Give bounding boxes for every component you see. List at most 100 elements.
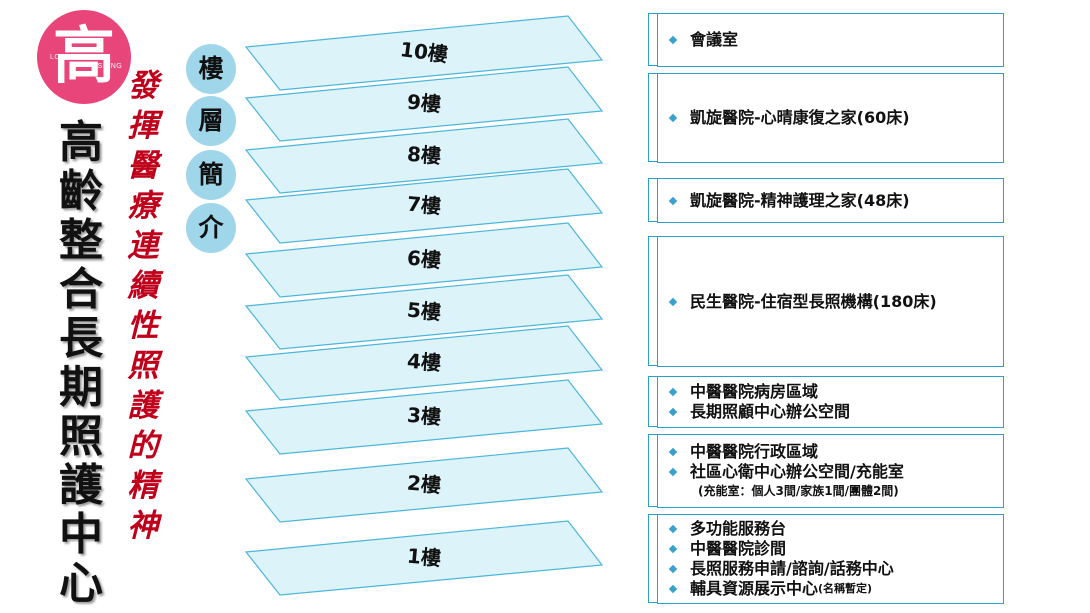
info-item: 多功能服務台	[668, 519, 1003, 539]
slogan-char: 精	[127, 468, 159, 504]
slogan-char: 連	[127, 228, 159, 264]
title-char: 齡	[59, 166, 103, 217]
floor-info-box: 民生醫院-住宿型長照機構(180床)	[657, 236, 1004, 367]
diamond-bullet-icon	[668, 35, 678, 45]
slogan-char: 護	[127, 388, 159, 424]
intro-circle: 介	[186, 203, 236, 253]
intro-circle: 層	[186, 96, 236, 146]
floor-plate	[244, 379, 604, 455]
info-item: 輔具資源展示中心(名稱暫定)	[668, 579, 1003, 599]
floor-plate	[244, 325, 604, 401]
box-bracket	[648, 514, 658, 603]
title-char: 期	[59, 362, 103, 413]
floor-slab: 9樓	[244, 66, 604, 142]
diamond-bullet-icon	[668, 544, 678, 554]
floor-slab: 7樓	[244, 168, 604, 244]
floor-info-box: 凱旋醫院-心晴康復之家(60床)	[657, 73, 1004, 163]
slogan-char: 照	[127, 348, 159, 384]
logo-love: LOVE	[50, 54, 71, 61]
diamond-bullet-icon	[668, 407, 678, 417]
info-item: 凱旋醫院-心晴康復之家(60床)	[668, 108, 1003, 128]
floor-info-box: 多功能服務台中醫醫院診間長照服務申請/諮詢/話務中心輔具資源展示中心(名稱暫定)	[657, 514, 1004, 604]
floor-plate	[244, 66, 604, 142]
title-char: 長	[59, 313, 103, 364]
floor-plate	[244, 15, 604, 91]
box-bracket	[648, 376, 658, 427]
info-item: 長照服務申請/諮詢/話務中心	[668, 559, 1003, 579]
floor-plate	[244, 222, 604, 298]
info-text: 中醫醫院診間	[690, 539, 787, 558]
info-item: 社區心衛中心辦公空間/充能室	[668, 462, 1003, 482]
floor-label: 5樓	[406, 298, 442, 325]
floor-info-box: 凱旋醫院-精神護理之家(48床)	[657, 178, 1004, 223]
info-item: 長期照顧中心辦公空間	[668, 402, 1003, 422]
info-text: 輔具資源展示中心	[690, 579, 819, 598]
diamond-bullet-icon	[668, 297, 678, 306]
slogan-char: 發	[127, 68, 159, 104]
floor-slab: 2樓	[244, 447, 604, 523]
box-bracket	[648, 434, 658, 507]
floor-slab: 8樓	[244, 118, 604, 194]
logo-hsiung: HSIUNG	[92, 63, 123, 70]
info-suffix: (名稱暫定)	[818, 582, 873, 595]
title-char: 整	[59, 215, 103, 266]
floor-info-box: 中醫醫院病房區域長期照顧中心辦公空間	[657, 376, 1004, 428]
floor-slab: 4樓	[244, 325, 604, 401]
info-item: 中醫醫院行政區域	[668, 442, 1003, 462]
slogan-char: 醫	[127, 148, 159, 184]
diamond-bullet-icon	[668, 524, 678, 534]
floor-label: 7樓	[406, 192, 442, 219]
title-char: 護	[59, 460, 103, 511]
info-text: 民生醫院-住宿型長照機構(180床)	[690, 291, 937, 311]
floor-slab: 6樓	[244, 222, 604, 298]
floor-slab: 1樓	[244, 520, 604, 596]
info-text: 會議室	[690, 30, 739, 49]
floor-plate	[244, 168, 604, 244]
floor-slab: 3樓	[244, 379, 604, 455]
floor-slab: 5樓	[244, 274, 604, 350]
diamond-bullet-icon	[668, 447, 678, 457]
slogan-char: 揮	[127, 108, 159, 144]
slogan: 發揮醫療連續性照護的精神	[121, 66, 165, 546]
floor-plate	[244, 447, 604, 523]
logo-kao: KAO	[92, 54, 109, 61]
info-text: 中醫醫院行政區域	[690, 442, 819, 461]
diamond-bullet-icon	[668, 564, 678, 574]
info-text: 多功能服務台	[690, 519, 787, 538]
title-char: 高	[59, 117, 103, 168]
floor-plate	[244, 274, 604, 350]
floor-slab: 10樓	[244, 15, 604, 91]
info-text: 長照服務申請/諮詢/話務中心	[690, 559, 894, 578]
info-item: 中醫醫院病房區域	[668, 382, 1003, 402]
logo: 高 LOVE KAO HSIUNG	[37, 10, 131, 104]
info-text: 社區心衛中心辦公空間/充能室	[690, 462, 904, 481]
floor-info-box: 中醫醫院行政區域社區心衛中心辦公空間/充能室 (充能室：個人3間/家族1間/團體2…	[657, 434, 1004, 508]
floor-label: 1樓	[406, 544, 442, 571]
intro-circle: 樓	[186, 44, 236, 94]
diamond-bullet-icon	[668, 196, 678, 205]
slogan-char: 神	[127, 508, 159, 544]
info-note: (充能室：個人3間/家族1間/團體2間)	[698, 484, 899, 498]
floor-plate	[244, 118, 604, 194]
info-item: 會議室	[668, 30, 1003, 50]
diamond-bullet-icon	[668, 467, 678, 477]
floor-plate	[244, 520, 604, 596]
slogan-char: 的	[127, 428, 159, 464]
floor-label: 2樓	[406, 471, 442, 498]
box-bracket	[648, 178, 658, 222]
diamond-bullet-icon	[668, 584, 678, 594]
title-char: 心	[59, 558, 103, 609]
info-item: 凱旋醫院-精神護理之家(48床)	[668, 191, 1003, 211]
slogan-char: 續	[127, 268, 159, 304]
logo-char: 高	[52, 19, 115, 92]
title-char: 合	[59, 264, 103, 315]
box-bracket	[648, 73, 658, 162]
floor-info-box: 會議室	[657, 13, 1004, 67]
title-char: 中	[59, 509, 103, 560]
diamond-bullet-icon	[668, 387, 678, 397]
diamond-bullet-icon	[668, 113, 678, 123]
center-title: 高齡整合長期照護中心	[49, 118, 113, 608]
floor-label: 4樓	[406, 349, 442, 375]
slogan-char: 療	[127, 188, 159, 224]
